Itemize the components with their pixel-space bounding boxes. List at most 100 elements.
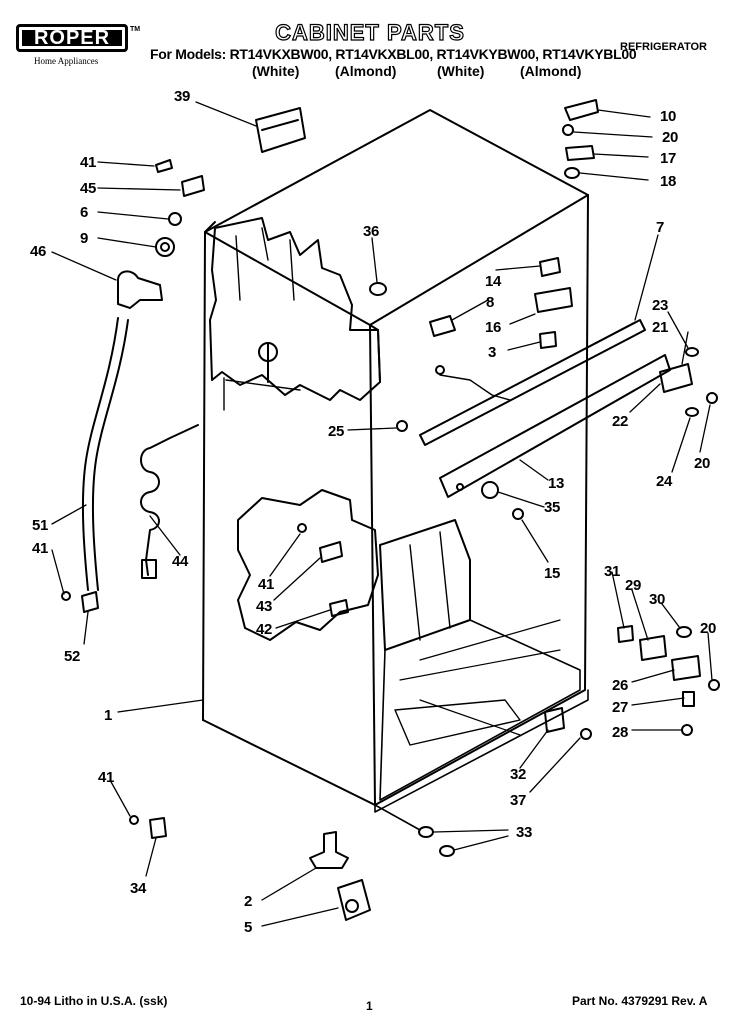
- callout-39: 39: [174, 88, 190, 105]
- cap-part-10: [564, 99, 599, 121]
- page-number: 1: [366, 999, 373, 1013]
- callout-35: 35: [544, 499, 560, 516]
- roller-assembly-part-5: [337, 879, 371, 921]
- callout-26: 26: [612, 677, 628, 694]
- brand-logo: ROPER: [16, 24, 128, 52]
- callout-22: 22: [612, 413, 628, 430]
- part-8: [429, 315, 456, 337]
- callout-labels: 39 41 45 6 9 46 51 41 52 44 36 14 8 16 3…: [30, 88, 716, 936]
- callout-24: 24: [656, 473, 673, 490]
- fitting-part-46: [117, 270, 163, 309]
- roller-part-33-b: [439, 845, 455, 857]
- callout-30: 30: [649, 591, 665, 608]
- callout-16: 16: [485, 319, 501, 336]
- clip-part-43: [319, 541, 343, 563]
- callout-9: 9: [80, 230, 88, 247]
- callout-29: 29: [625, 577, 641, 594]
- button-part-35: [481, 481, 499, 499]
- callout-42: 42: [256, 621, 272, 638]
- callout-34: 34: [130, 880, 147, 897]
- bracket-part-39: [255, 107, 306, 153]
- shim-part-31: [617, 625, 634, 643]
- washer-part-24: [685, 407, 699, 417]
- callout-41-b: 41: [32, 540, 48, 557]
- callout-21: 21: [652, 319, 668, 336]
- part-3: [539, 331, 557, 349]
- screw-part-20-right: [706, 392, 718, 404]
- litho-note: 10-94 Litho in U.S.A. (ssk): [20, 994, 168, 1008]
- trademark-mark: TM: [130, 26, 141, 33]
- callout-7: 7: [656, 219, 664, 236]
- callout-17: 17: [660, 150, 676, 167]
- callout-31: 31: [604, 563, 620, 580]
- plug-part-36: [369, 282, 387, 296]
- callout-25: 25: [328, 423, 344, 440]
- clip-part-14: [539, 257, 561, 277]
- bracket-part-32: [544, 707, 565, 733]
- leader-lines: [51, 101, 713, 927]
- callout-41-a: 41: [80, 154, 96, 171]
- screw-part-41-left: [61, 591, 71, 601]
- callout-18: 18: [660, 173, 676, 190]
- callout-6: 6: [80, 204, 88, 221]
- model-color-3: (White): [437, 63, 485, 79]
- page-title: CABINET PARTS: [274, 19, 465, 45]
- cabinet-outline: [202, 109, 589, 806]
- callout-41-c: 41: [258, 576, 274, 593]
- screw-part-15: [512, 508, 524, 520]
- screw-part-25: [396, 420, 408, 432]
- callout-43: 43: [256, 598, 272, 615]
- screw-part-41-bottom: [129, 815, 139, 825]
- clip-part-45: [181, 175, 205, 197]
- clamp-part-52: [81, 591, 99, 613]
- tube-part-51: [81, 317, 129, 591]
- screw-part-41-mid: [297, 523, 307, 533]
- grommet-part-9: [155, 237, 175, 257]
- front-rail-part-7: [419, 319, 646, 446]
- hinge-part-17: [565, 145, 595, 161]
- part-number: Part No. 4379291 Rev. A: [572, 994, 708, 1008]
- callout-52: 52: [64, 648, 80, 665]
- callout-41-d: 41: [98, 769, 114, 786]
- callout-2: 2: [244, 893, 252, 910]
- brand-name: ROPER: [22, 27, 122, 49]
- callout-37: 37: [510, 792, 526, 809]
- callout-46: 46: [30, 243, 46, 260]
- callout-3: 3: [488, 344, 496, 361]
- callout-20-c: 20: [700, 620, 716, 637]
- screw-part-20-lower: [708, 679, 720, 691]
- leveling-leg-part-2: [309, 831, 349, 869]
- liner-cutaway-top: [209, 217, 381, 401]
- callout-44: 44: [172, 553, 189, 570]
- screw-part-20-top: [562, 124, 574, 136]
- callout-10: 10: [660, 108, 676, 125]
- part-16: [534, 287, 573, 313]
- washer-part-23: [685, 347, 699, 357]
- nut-part-6: [168, 212, 182, 226]
- plate-part-29: [639, 635, 667, 661]
- callout-27: 27: [612, 699, 628, 716]
- model-color-4: (Almond): [520, 63, 582, 79]
- hinge-part-21: [659, 363, 693, 393]
- callout-23: 23: [652, 297, 668, 314]
- hinge-part-26: [671, 655, 701, 681]
- callout-20-b: 20: [694, 455, 710, 472]
- callout-51: 51: [32, 517, 48, 534]
- clip-part-42: [329, 599, 349, 617]
- roller-part-33-a: [418, 826, 434, 838]
- pin-part-18: [564, 167, 580, 179]
- brand-tagline: Home Appliances: [34, 56, 99, 66]
- callout-20-a: 20: [662, 129, 678, 146]
- model-color-1: (White): [252, 63, 300, 79]
- callout-32: 32: [510, 766, 526, 783]
- pin-part-27: [682, 691, 695, 707]
- callout-5: 5: [244, 919, 252, 936]
- callout-45: 45: [80, 180, 96, 197]
- callout-36: 36: [363, 223, 379, 240]
- screw-part-37: [580, 728, 592, 740]
- callout-28: 28: [612, 724, 628, 741]
- screw-part-28: [681, 724, 693, 736]
- harness-part-44: [140, 424, 199, 576]
- screw-part-41-top: [155, 159, 173, 173]
